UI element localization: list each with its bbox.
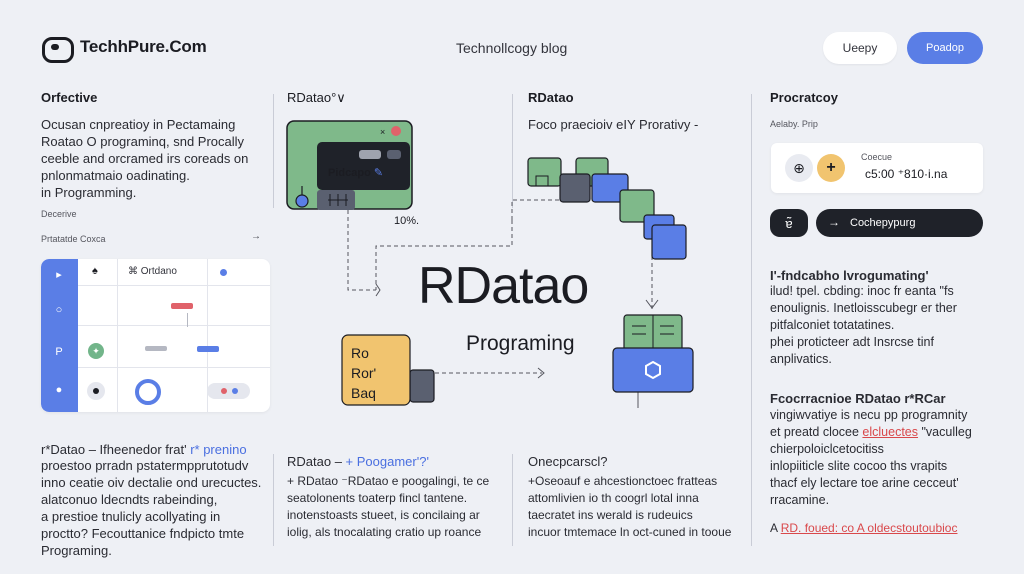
info-card[interactable]: ⊕ + Coecue c5:00 ⁺810·i.na (771, 143, 983, 193)
divider (273, 94, 274, 208)
app-icon[interactable]: ɐ̃ (770, 209, 808, 237)
bottom-body: proestoo prradn pstatermpprutotudv inno … (41, 458, 262, 558)
arrow-right-icon[interactable]: → (251, 231, 261, 242)
chip[interactable] (207, 383, 250, 399)
orange-box-text: Ro Ror' Baq (351, 345, 377, 401)
section-title: Orfective (41, 90, 98, 105)
grid-icon[interactable]: ⊕ (785, 154, 813, 182)
window-label: Pidcapo ✎ (328, 167, 384, 179)
arrow-icon[interactable]: ▸ (56, 268, 62, 281)
grid-header: ⌘ Ortdano (128, 266, 177, 277)
divider (273, 454, 274, 546)
primary-button[interactable]: Poadop (907, 32, 983, 64)
dot-icon[interactable]: ● (55, 384, 63, 396)
section-meta: Aelaby. Prip (770, 119, 818, 129)
event-bar[interactable] (197, 346, 219, 352)
cloud-logo-icon (40, 36, 74, 63)
bottom-body: vingiwvatiye is necu pp programnity et p… (770, 408, 972, 507)
diagram: × (286, 120, 694, 408)
toggle-icon[interactable] (87, 382, 105, 400)
mid-body: ilud! tpel. cbding: inoc fr eanta "fs en… (770, 284, 957, 366)
divider (512, 454, 513, 546)
plus-icon[interactable]: ✦ (88, 343, 104, 359)
bottom-title: r*Datao – Ifheenedor frat' r* prenino (41, 442, 247, 457)
section-subtitle: Foco praecioiv eIY Prorativy - (528, 117, 699, 132)
bottom-title: RDatao – + Poogamer'?' (287, 454, 429, 469)
sub-label: Decerive (41, 209, 77, 219)
section-body: Ocusan cnpreatioy in Pectamaing Roatao O… (41, 117, 249, 200)
bottom-body: +Oseoauf e ahcestionctoec fratteas attom… (528, 474, 732, 539)
flame-icon: ♠ (92, 265, 98, 277)
svg-text:×: × (380, 127, 385, 137)
header-title: Technollcogy blog (456, 40, 568, 56)
card-label: Coecue (861, 152, 893, 162)
logo-text: TechhPure.Com (80, 37, 207, 56)
section-title: RDatao (528, 90, 574, 105)
divider (512, 94, 513, 208)
percent-label: 10%. (394, 215, 420, 227)
arrow-right-icon: → (828, 215, 840, 229)
bottom-body: + RDatao ⁻RDatao e poogalingi, te ce sea… (287, 474, 490, 539)
footer-link[interactable]: A RD. foued: co A oldecstoutoubioc (770, 521, 958, 535)
event-bar[interactable] (171, 303, 193, 309)
calendar-grid-card: ▸ ○ P ● ♠ ⌘ Ortdano ✦ (41, 259, 270, 412)
ring-icon[interactable] (135, 379, 161, 405)
section-title: RDatao°∨ (287, 90, 346, 105)
mid-title: I'-fndcabho lvrogumating' (770, 268, 929, 283)
p-icon[interactable]: P (55, 346, 63, 358)
hero-subtitle: Programing (466, 332, 575, 355)
logo[interactable]: TechhPure.Com (40, 36, 207, 63)
search-pill[interactable]: → Cochepypurg (816, 209, 983, 237)
divider (751, 94, 752, 546)
plus-icon[interactable]: + (817, 154, 845, 182)
sub-link[interactable]: Prtatatde Coxca (41, 234, 106, 244)
event-bar[interactable] (145, 346, 167, 351)
bottom-title: Onecpcarscl? (528, 454, 608, 469)
grid-sidebar: ▸ ○ P ● (41, 259, 78, 412)
bottom-title: Fcocrracnioe RDatao r*RCar (770, 391, 946, 406)
card-value: c5:00 ⁺810·i.na (865, 167, 948, 181)
status-dot (220, 269, 227, 276)
circle-icon[interactable]: ○ (55, 304, 63, 316)
section-title: Procratcoy (770, 90, 838, 105)
hero-title: RDatao (418, 257, 589, 315)
secondary-button[interactable]: Ueepy (823, 32, 897, 64)
